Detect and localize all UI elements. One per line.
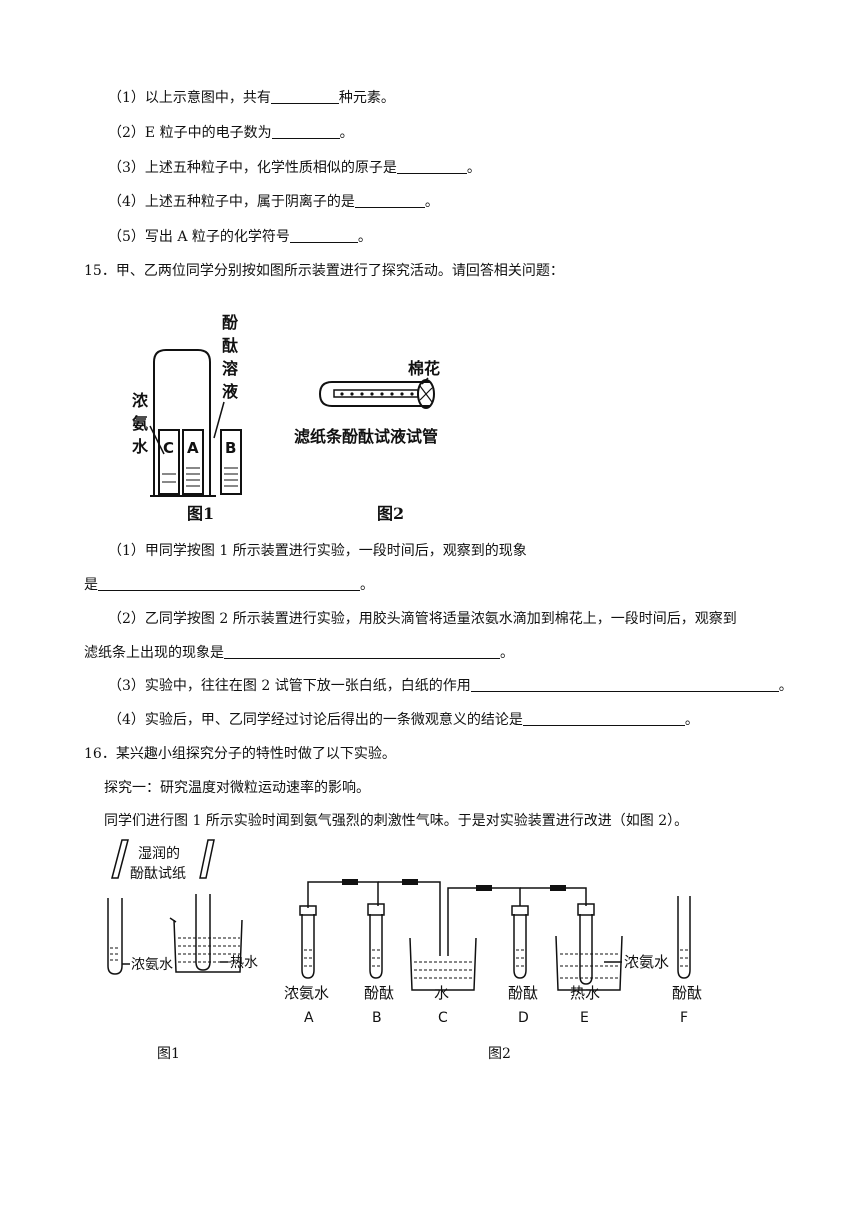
q15-sub3: （3）实验中，往往在图 2 试管下放一张白纸，白纸的作用 。 [108, 676, 793, 696]
fig1-beaker-b: B [225, 439, 236, 457]
q15-sub4-text: （4）实验后，甲、乙同学经过讨论后得出的一条微观意义的结论是 [108, 712, 523, 728]
q14-sub2: （2）E 粒子中的电子数为 。 [108, 123, 354, 143]
q14-sub4-blank[interactable] [354, 193, 425, 208]
q14-sub3-blank[interactable] [396, 159, 467, 174]
q15-sub2-blank[interactable] [224, 644, 500, 659]
q14-sub2-blank[interactable] [271, 124, 340, 139]
q16-stem: 16．某兴趣小组探究分子的特性时做了以下实验。 [84, 746, 396, 762]
q16-figure-2: 浓氨水 酚酞 水 酚酞 热水 酚酞 A B C D E F 浓氨水 [284, 879, 702, 1026]
fig2-tube-b-name: 酚酞 [364, 984, 394, 1002]
q16-fig1-caption: 图1 [157, 1046, 180, 1062]
q15-fig2-caption: 图2 [377, 504, 405, 523]
fig2-tube-c-letter: C [438, 1010, 448, 1026]
q14-sub4-tail: 。 [424, 194, 439, 210]
fig1-label-ammonia-3: 水 [132, 437, 149, 456]
q16-figure-1: 湿润的 酚酞试纸 浓氨水 热水 [107, 839, 258, 975]
q14-sub5-text: （5）写出 A 粒子的化学符号 [108, 229, 290, 245]
fig2-tube-b-letter: B [372, 1010, 382, 1026]
q15-sub3-blank[interactable] [470, 677, 779, 692]
q15-sub1-line1: （1）甲同学按图 1 所示装置进行实验，一段时间后，观察到的现象 [108, 543, 527, 559]
q16-fig1-paper-1: 湿润的 [138, 846, 180, 862]
q14-sub1: （1）以上示意图中，共有 种元素。 [108, 88, 395, 108]
fig2-label-bottom: 滤纸条酚酞试液试管 [294, 427, 438, 446]
q14-sub3-tail: 。 [466, 160, 481, 176]
q15-figure-1: C A B 酚 酞 溶 液 浓 氨 水 [132, 313, 242, 497]
q14-sub4-text: （4）上述五种粒子中，属于阴离子的是 [108, 194, 355, 210]
q16-fig2-caption: 图2 [488, 1046, 511, 1062]
q15-sub2-line1: （2）乙同学按图 2 所示装置进行实验，用胶头滴管将适量浓氨水滴加到棉花上，一段… [108, 611, 737, 627]
q14-sub5: （5）写出 A 粒子的化学符号 。 [108, 227, 372, 247]
q15-sub1-prefix: 是 [84, 577, 98, 593]
fig2-tube-d-name: 酚酞 [508, 984, 538, 1002]
q16-fig1-ammonia: 浓氨水 [131, 957, 173, 973]
q15-fig1-caption: 图1 [187, 504, 215, 523]
fig1-label-phenol-1: 酚 [222, 313, 239, 332]
q14-sub1-blank[interactable] [270, 89, 339, 104]
q15-sub4-tail: 。 [684, 712, 699, 728]
q14-sub3: （3）上述五种粒子中，化学性质相似的原子是 。 [108, 158, 481, 178]
fig1-label-phenol-2: 酞 [222, 336, 238, 355]
q15-stem: 15．甲、乙两位同学分别按如图所示装置进行了探究活动。请回答相关问题： [84, 263, 564, 279]
q15-sub3-tail: 。 [778, 678, 793, 694]
fig2-tube-d-letter: D [518, 1010, 529, 1026]
fig2-tube-f-name: 酚酞 [672, 984, 702, 1002]
q16-fig1-hot: 热水 [230, 955, 258, 971]
fig1-beaker-c: C [163, 439, 174, 457]
q15-sub2-tail: 。 [500, 645, 514, 661]
q15-sub2-prefix: 滤纸条上出现的现象是 [84, 645, 224, 661]
q14-sub1-text: （1）以上示意图中，共有 [108, 90, 271, 106]
fig2-tube-a-name: 浓氨水 [284, 984, 329, 1002]
q16-desc: 同学们进行图 1 所示实验时闻到氨气强烈的刺激性气味。于是对实验装置进行改进（如… [104, 813, 689, 829]
fig1-label-ammonia-1: 浓 [132, 391, 149, 410]
fig1-label-phenol-4: 液 [222, 382, 239, 401]
q15-sub4-blank[interactable] [522, 711, 685, 726]
fig1-label-ammonia-2: 氨 [132, 414, 148, 433]
q14-sub5-blank[interactable] [289, 228, 358, 243]
q14-sub5-tail: 。 [357, 229, 372, 245]
q14-sub4: （4）上述五种粒子中，属于阴离子的是 。 [108, 192, 439, 212]
fig2-tube-a-letter: A [304, 1010, 314, 1026]
q15-sub1-blank[interactable] [98, 576, 360, 591]
fig1-label-phenol-3: 溶 [222, 359, 238, 378]
fig2-tube-e-letter: E [580, 1010, 589, 1026]
q14-sub3-text: （3）上述五种粒子中，化学性质相似的原子是 [108, 160, 397, 176]
fig2-e-ammonia: 浓氨水 [624, 953, 669, 971]
q15-sub4: （4）实验后，甲、乙同学经过讨论后得出的一条微观意义的结论是 。 [108, 710, 699, 730]
fig2-label-cotton: 棉花 [408, 359, 440, 378]
q14-sub2-tail: 。 [339, 125, 354, 141]
q14-sub1-tail: 种元素。 [338, 90, 395, 106]
fig2-tube-f-letter: F [680, 1010, 688, 1026]
q15-sub1-tail: 。 [360, 577, 374, 593]
q15-sub2-line2: 滤纸条上出现的现象是 。 [84, 643, 514, 663]
q14-sub2-text: （2）E 粒子中的电子数为 [108, 125, 272, 141]
q16-fig1-paper-2: 酚酞试纸 [130, 866, 186, 882]
q16-explore1: 探究一：研究温度对微粒运动速率的影响。 [104, 780, 370, 796]
fig1-beaker-a: A [187, 439, 199, 457]
fig2-tube-e-name: 热水 [570, 984, 600, 1002]
fig2-tube-c-name: 水 [434, 984, 449, 1002]
q15-sub1-line2: 是。 [84, 575, 374, 595]
q15-figure-2: 棉花 滤纸条酚酞试液试管 [294, 359, 440, 446]
q15-sub3-text: （3）实验中，往往在图 2 试管下放一张白纸，白纸的作用 [108, 678, 471, 694]
